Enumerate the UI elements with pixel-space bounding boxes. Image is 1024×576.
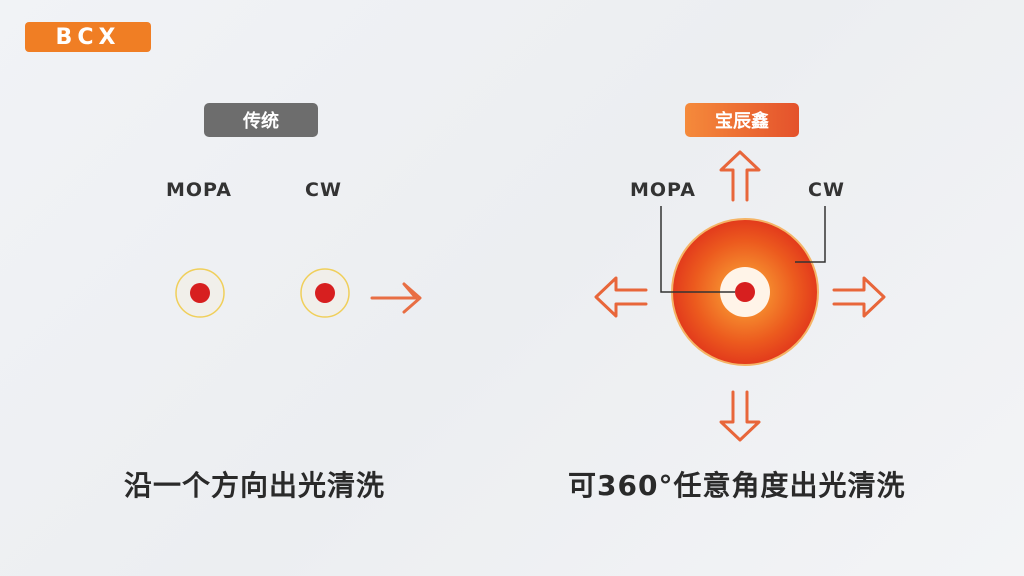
right-cw-label: CW (808, 179, 845, 201)
right-combined-spot (671, 218, 819, 366)
traditional-badge: 传统 (204, 103, 318, 137)
baochenxin-badge: 宝辰鑫 (685, 103, 799, 137)
arrow-left-icon (594, 276, 648, 318)
brand-logo: BCX (25, 22, 151, 52)
left-arrow-right-icon (370, 282, 422, 314)
left-caption: 沿一个方向出光清洗 (124, 469, 386, 502)
cw-leader-line (795, 206, 826, 263)
arrow-down-icon (719, 390, 761, 442)
right-mopa-label: MOPA (630, 179, 696, 201)
left-mopa-label: MOPA (166, 179, 232, 201)
arrow-up-icon (719, 150, 761, 202)
left-cw-spot (300, 268, 350, 318)
arrow-right-icon (832, 276, 886, 318)
left-mopa-spot (175, 268, 225, 318)
left-cw-label: CW (305, 179, 342, 201)
mopa-leader-line (660, 206, 735, 293)
right-caption: 可360°任意角度出光清洗 (568, 469, 906, 502)
